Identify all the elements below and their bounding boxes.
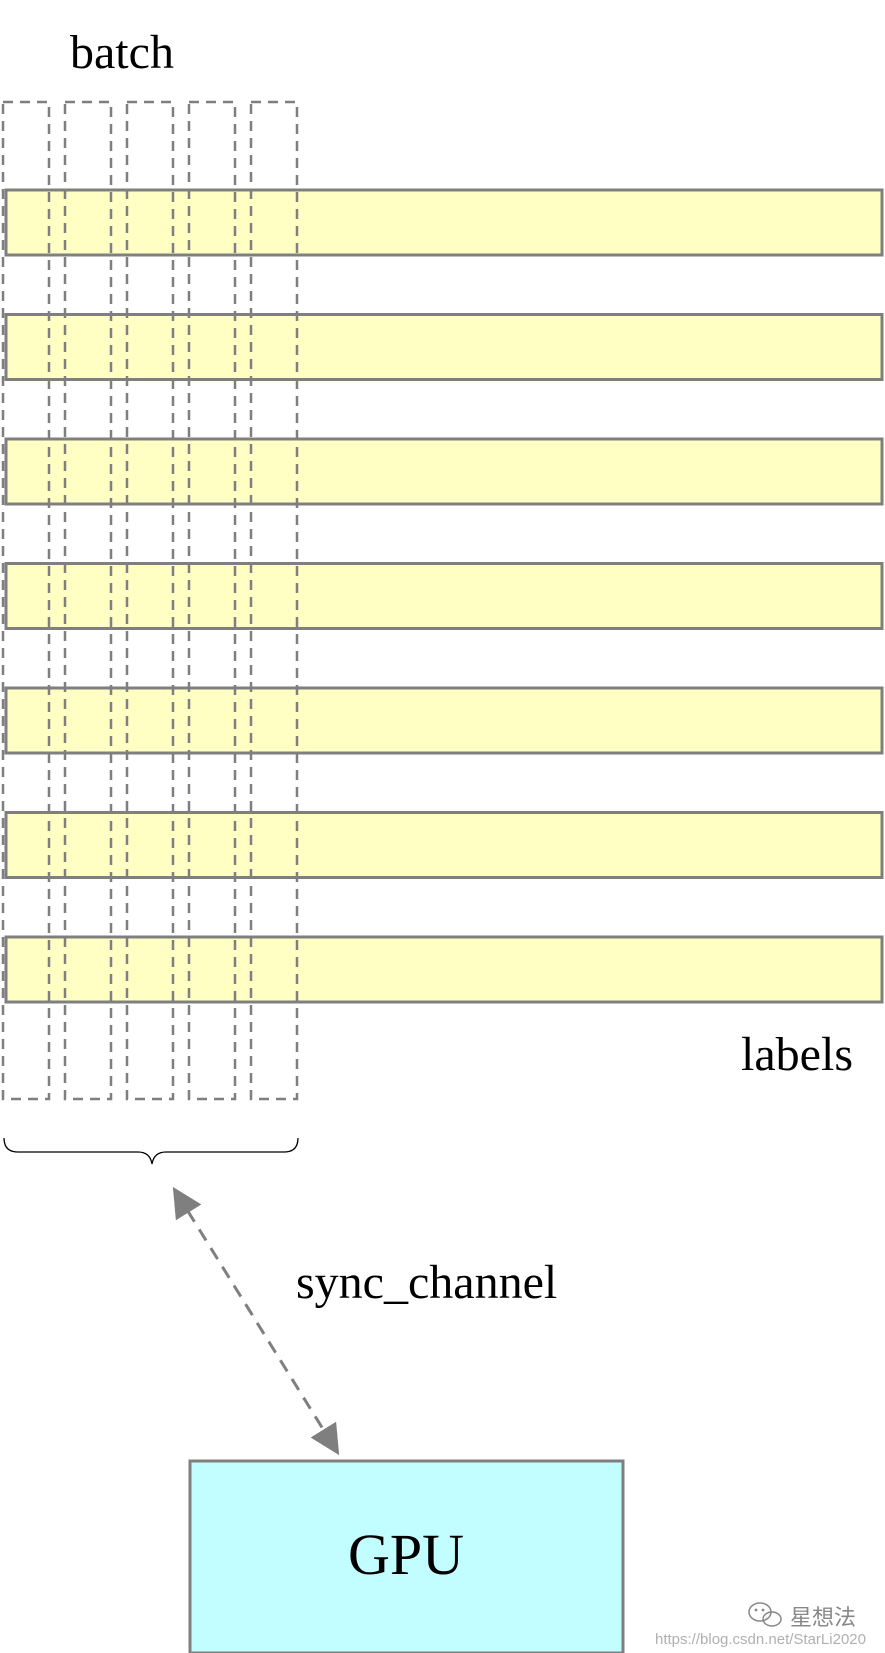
wechat-icon xyxy=(748,1602,782,1627)
label-bar xyxy=(4,437,884,506)
batch-column xyxy=(1,100,51,1101)
sync-channel-label: sync_channel xyxy=(296,1256,557,1309)
batch-columns xyxy=(1,100,299,1101)
label-bar xyxy=(4,686,884,755)
batch-column xyxy=(63,100,113,1101)
batch-brace xyxy=(3,1137,299,1165)
sync-channel-arrow xyxy=(172,1186,340,1456)
batch-column xyxy=(187,100,237,1101)
label-bar xyxy=(4,313,884,381)
labels-label: labels xyxy=(741,1028,853,1081)
batch-column xyxy=(125,100,175,1101)
batch-column xyxy=(249,100,299,1101)
gpu-label: GPU xyxy=(348,1522,464,1587)
label-bar xyxy=(4,188,884,257)
watermark-url: https://blog.csdn.net/StarLi2020 xyxy=(655,1631,866,1648)
watermark: 星想法 https://blog.csdn.net/StarLi2020 xyxy=(655,1602,866,1648)
label-bars xyxy=(4,188,884,1004)
gpu-box xyxy=(188,1459,625,1653)
label-bar xyxy=(4,562,884,630)
batch-label: batch xyxy=(70,26,174,79)
watermark-brand: 星想法 xyxy=(790,1605,856,1630)
label-bar xyxy=(4,935,884,1004)
label-bar xyxy=(4,811,884,879)
